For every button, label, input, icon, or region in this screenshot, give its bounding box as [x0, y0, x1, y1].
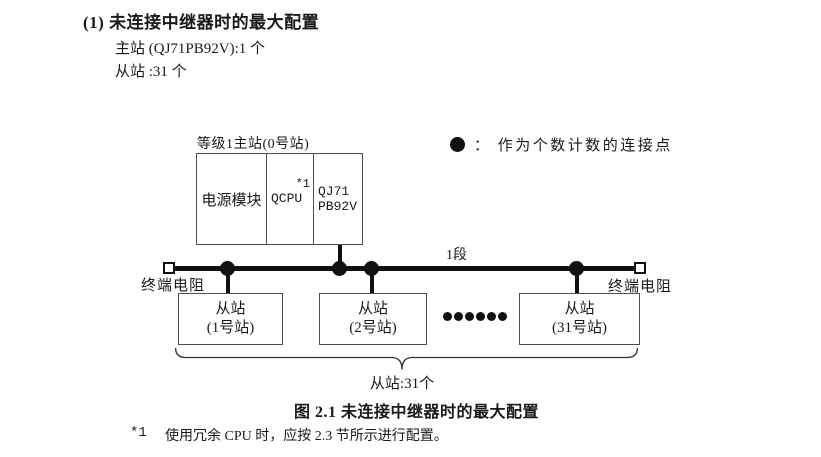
slave-station-number: (1号站): [206, 320, 255, 336]
slave-title: 从站: [357, 301, 388, 317]
network-module-cell: QJ71 PB92V: [314, 154, 362, 244]
slave-station-box-2: 从站 (2号站): [319, 293, 427, 345]
connection-point-dot: [220, 261, 235, 276]
slave-title: 从站: [564, 301, 595, 317]
slave-station-number: (2号站): [349, 320, 397, 336]
slave-station-box-31: 从站 (31号站): [519, 293, 640, 345]
terminator-left-label: 终端电阻: [141, 278, 206, 294]
slave-station-box-1: 从站 (1号站): [178, 293, 283, 345]
terminator-right-icon: [634, 262, 646, 274]
cpu-module-label: QCPU: [271, 191, 303, 206]
network-module-line1: QJ71: [318, 184, 350, 199]
slave-title: 从站: [215, 301, 246, 317]
legend: ： 作为个数计数的连接点: [450, 134, 673, 155]
segment-label: 1段: [446, 248, 467, 263]
power-module-cell: 电源模块: [197, 154, 267, 244]
figure-caption: 图 2.1 未连接中继器时的最大配置: [294, 404, 540, 421]
footnote-marker: *1: [130, 425, 147, 441]
cpu-module-cell: *1 QCPU: [267, 154, 314, 244]
footnote: *1 使用冗余 CPU 时，应按 2.3 节所示进行配置。: [130, 425, 448, 445]
slave31-drop-line: [575, 271, 579, 294]
slave-station-number: (31号站): [552, 320, 607, 336]
connection-point-dot: [364, 261, 379, 276]
slave-spec-line: 从站 :31 个: [115, 64, 187, 80]
terminator-right-label: 终端电阻: [608, 279, 673, 295]
footnote-text: 使用冗余 CPU 时，应按 2.3 节所示进行配置。: [165, 429, 448, 444]
section-heading: (1) 未连接中继器时的最大配置: [83, 13, 320, 32]
terminator-left-icon: [163, 262, 175, 274]
bus-line: [175, 266, 635, 271]
slave1-drop-line: [226, 271, 230, 294]
master-drop-line: [338, 245, 342, 267]
master-group-label: 等级1主站(0号站): [197, 137, 310, 152]
connection-point-dot: [332, 261, 347, 276]
ellipsis-dots: [443, 312, 507, 321]
legend-label: ： 作为个数计数的连接点: [474, 138, 673, 154]
slave-count-brace: [175, 348, 638, 370]
cpu-footnote-ref: *1: [295, 177, 310, 191]
master-station-box: 电源模块 *1 QCPU QJ71 PB92V: [196, 153, 363, 245]
connection-point-icon: [450, 137, 465, 152]
network-module-line2: PB92V: [318, 199, 358, 214]
slave2-drop-line: [370, 271, 374, 294]
slave-count-label: 从站:31个: [369, 376, 435, 392]
master-spec-line: 主站 (QJ71PB92V):1 个: [115, 41, 266, 57]
connection-point-dot: [569, 261, 584, 276]
